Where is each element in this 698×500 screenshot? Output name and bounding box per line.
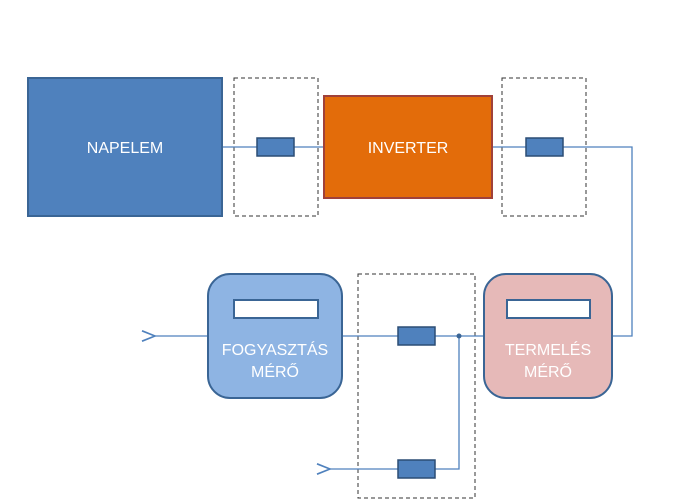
fogyasztas-label-2: MÉRŐ xyxy=(251,362,299,381)
fuse-2[interactable] xyxy=(525,137,564,157)
termeles-display xyxy=(506,299,591,319)
termeles-label-1: TERMELÉS xyxy=(505,340,591,359)
napelem-node[interactable]: NAPELEM xyxy=(27,77,223,217)
termeles-label-2: MÉRŐ xyxy=(524,362,572,381)
termeles-mero-node[interactable]: TERMELÉS MÉRŐ xyxy=(483,273,613,399)
line-branch-down xyxy=(435,336,460,470)
inverter-node[interactable]: INVERTER xyxy=(323,95,493,199)
junction-dot xyxy=(456,333,462,339)
fuse-4[interactable] xyxy=(397,459,436,479)
fogyasztas-label-1: FOGYASZTÁS xyxy=(222,340,328,359)
inverter-label: INVERTER xyxy=(368,140,449,157)
dashed-box-3 xyxy=(357,273,476,499)
napelem-label: NAPELEM xyxy=(87,140,163,157)
fuse-1[interactable] xyxy=(256,137,295,157)
fogyasztas-display xyxy=(233,299,319,319)
fuse-3[interactable] xyxy=(397,326,436,346)
fogyasztas-mero-node[interactable]: FOGYASZTÁS MÉRŐ xyxy=(207,273,343,399)
